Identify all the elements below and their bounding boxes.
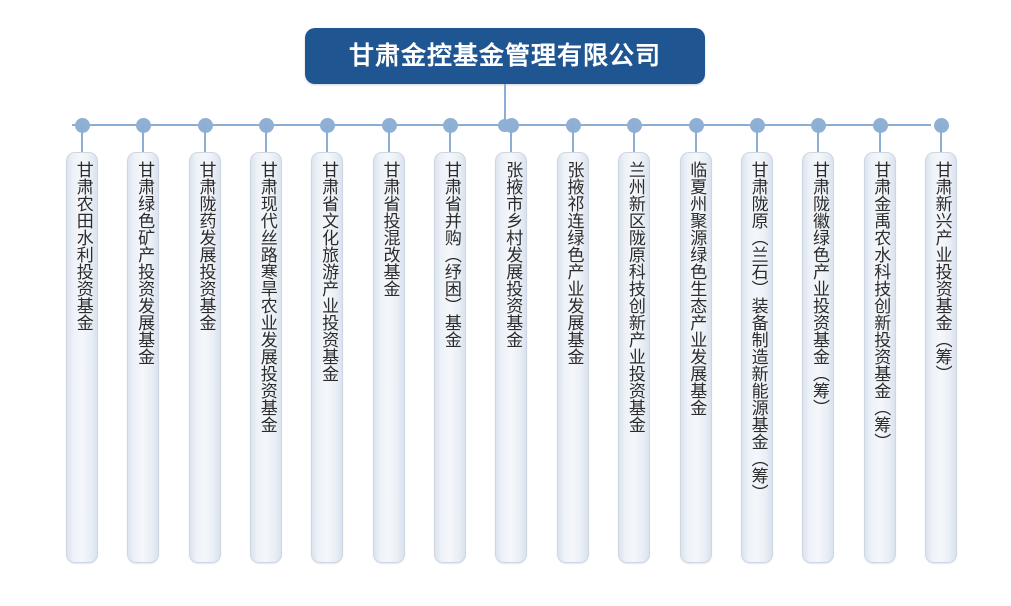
branch-6: 甘肃省投混改基金 — [372, 118, 405, 564]
branch-connector-stem — [387, 125, 390, 153]
child-node[interactable]: 甘肃陇药发展投资基金 — [188, 152, 221, 563]
child-node-label: 甘肃绿色矿产投资发展基金 — [134, 161, 155, 365]
child-node[interactable]: 甘肃绿色矿产投资发展基金 — [127, 152, 160, 563]
branch-15: 甘肃新兴产业投资基金（筹） — [924, 118, 957, 564]
branch-10: 兰州新区陇原科技创新产业投资基金 — [618, 118, 651, 564]
child-node-label: 张掖市乡村发展投资基金 — [502, 161, 523, 348]
child-node[interactable]: 甘肃新兴产业投资基金（筹） — [924, 152, 957, 563]
branch-12: 甘肃陇原（兰石）装备制造新能源基金（筹） — [740, 118, 773, 564]
child-node[interactable]: 甘肃省投混改基金 — [372, 152, 405, 563]
branch-connector-stem — [510, 125, 513, 153]
branch-14: 甘肃金禹农水科技创新投资基金（筹） — [863, 118, 896, 564]
branch-connector-stem — [817, 125, 820, 153]
child-node[interactable]: 甘肃现代丝路寒旱农业发展投资基金 — [250, 152, 283, 563]
child-node[interactable]: 张掖市乡村发展投资基金 — [495, 152, 528, 563]
child-node-label: 兰州新区陇原科技创新产业投资基金 — [624, 161, 645, 433]
child-node[interactable]: 甘肃省并购（纾困）基金 — [434, 152, 467, 563]
child-node-label: 甘肃省文化旅游产业投资基金 — [318, 161, 339, 382]
child-node-label: 甘肃陇徽绿色产业投资基金（筹） — [808, 161, 829, 416]
child-node[interactable]: 甘肃陇徽绿色产业投资基金（筹） — [802, 152, 835, 563]
branch-9: 张掖祁连绿色产业发展基金 — [556, 118, 589, 564]
branch-connector-stem — [939, 125, 942, 153]
branch-7: 甘肃省并购（纾困）基金 — [434, 118, 467, 564]
child-node-label: 甘肃金禹农水科技创新投资基金（筹） — [870, 161, 891, 450]
root-connector-stem — [504, 84, 506, 126]
branch-connector-stem — [633, 125, 636, 153]
child-node-label: 临夏州聚源绿色生态产业发展基金 — [686, 161, 707, 416]
branch-3: 甘肃陇药发展投资基金 — [188, 118, 221, 564]
child-node[interactable]: 甘肃金禹农水科技创新投资基金（筹） — [863, 152, 896, 563]
branch-1: 甘肃农田水利投资基金 — [66, 118, 98, 564]
child-node[interactable]: 甘肃陇原（兰石）装备制造新能源基金（筹） — [740, 152, 773, 563]
child-node-label: 甘肃陇药发展投资基金 — [195, 161, 216, 331]
child-node[interactable]: 临夏州聚源绿色生态产业发展基金 — [679, 152, 712, 563]
branch-8: 张掖市乡村发展投资基金 — [495, 118, 528, 564]
child-node-label: 甘肃新兴产业投资基金（筹） — [931, 161, 952, 382]
child-node[interactable]: 甘肃农田水利投资基金 — [66, 152, 98, 563]
root-node[interactable]: 甘肃金控基金管理有限公司 — [305, 28, 705, 84]
branch-connector-stem — [755, 125, 758, 153]
child-node-label: 甘肃现代丝路寒旱农业发展投资基金 — [256, 161, 277, 433]
child-node-label: 甘肃陇原（兰石）装备制造新能源基金（筹） — [747, 161, 768, 501]
branch-connector-stem — [142, 125, 145, 153]
branch-connector-stem — [571, 125, 574, 153]
child-node[interactable]: 甘肃省文化旅游产业投资基金 — [311, 152, 344, 563]
child-node-label: 甘肃省并购（纾困）基金 — [440, 161, 461, 348]
branch-13: 甘肃陇徽绿色产业投资基金（筹） — [802, 118, 835, 564]
root-node-label: 甘肃金控基金管理有限公司 — [348, 41, 661, 70]
child-node-label: 甘肃省投混改基金 — [379, 161, 400, 297]
branch-connector-stem — [878, 125, 881, 153]
child-node-label: 张掖祁连绿色产业发展基金 — [563, 161, 584, 365]
branch-connector-stem — [449, 125, 452, 153]
branch-11: 临夏州聚源绿色生态产业发展基金 — [679, 118, 712, 564]
branch-connector-stem — [203, 125, 206, 153]
branch-connector-stem — [694, 125, 697, 153]
child-node[interactable]: 兰州新区陇原科技创新产业投资基金 — [618, 152, 651, 563]
child-node[interactable]: 张掖祁连绿色产业发展基金 — [556, 152, 589, 563]
branch-5: 甘肃省文化旅游产业投资基金 — [311, 118, 344, 564]
branch-connector-stem — [326, 125, 329, 153]
branch-connector-stem — [265, 125, 268, 153]
branch-4: 甘肃现代丝路寒旱农业发展投资基金 — [250, 118, 283, 564]
branch-connector-stem — [81, 125, 83, 153]
child-node-label: 甘肃农田水利投资基金 — [72, 161, 93, 331]
branch-2: 甘肃绿色矿产投资发展基金 — [127, 118, 160, 564]
